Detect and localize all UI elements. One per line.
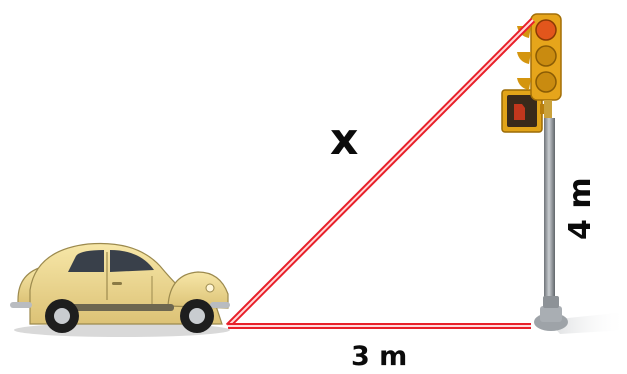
car [10, 242, 230, 337]
base-label: 3 m [351, 341, 408, 372]
red-light [535, 19, 557, 41]
signal-head [517, 13, 562, 118]
ground-shadow [548, 312, 627, 334]
pole [544, 118, 555, 318]
pedestrian-signal [501, 89, 548, 133]
traffic-light [501, 13, 568, 331]
hypotenuse-label: x [330, 114, 359, 165]
height-label: 4 m [563, 177, 598, 240]
triangle [225, 17, 536, 329]
